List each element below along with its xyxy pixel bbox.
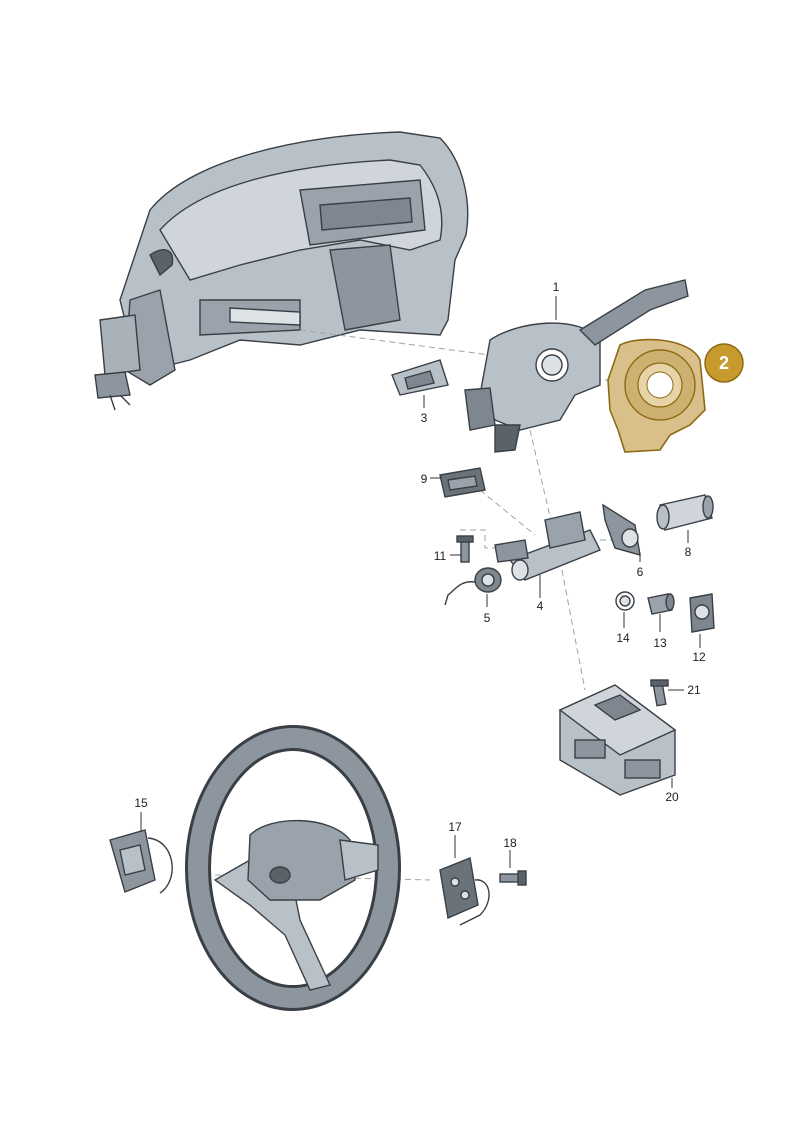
part-3-bracket[interactable] [391,359,449,396]
part-2-clock-spring[interactable] [607,338,706,453]
label-3: 3 [421,411,428,425]
label-13: 13 [653,636,667,650]
label-4: 4 [537,599,544,613]
label-15: 15 [134,796,148,810]
label-2: 2 [719,353,729,373]
leader-lines [140,296,701,868]
label-8: 8 [685,545,692,559]
label-20: 20 [665,790,679,804]
part-12-trim-ring[interactable] [689,593,715,633]
label-11: 11 [434,549,447,563]
label-17: 17 [448,820,462,834]
steering-wheel[interactable] [185,725,401,1011]
part-1-steering-column-switch[interactable] [464,279,689,453]
callout-2-highlight[interactable]: 2 [704,343,744,383]
part-labels: 1 3 9 11 4 5 6 8 14 13 12 21 20 15 17 18 [134,280,706,850]
part-11-screw[interactable] [456,535,474,563]
part-21-screw[interactable] [650,679,669,707]
label-12: 12 [692,650,706,664]
part-4-lock-housing[interactable] [494,511,601,581]
label-1: 1 [553,280,560,294]
label-5: 5 [484,611,491,625]
part-8-lock-cylinder[interactable] [656,494,714,531]
label-21: 21 [687,683,701,697]
label-18: 18 [503,836,517,850]
part-18-bolt[interactable] [499,870,527,886]
label-9: 9 [421,472,428,486]
part-9-sensor[interactable] [439,467,486,498]
part-13-cylinder[interactable] [647,593,675,615]
label-6: 6 [637,565,644,579]
assembly-lines [214,329,640,881]
part-20-control-unit[interactable] [558,684,677,796]
part-17-multifunction-button[interactable] [439,857,490,926]
part-5-ring-cable[interactable] [444,567,502,606]
part-14-ring[interactable] [615,591,635,611]
part-15-switch[interactable] [109,829,173,894]
part-6-cover[interactable] [602,503,641,556]
label-14: 14 [616,631,630,645]
